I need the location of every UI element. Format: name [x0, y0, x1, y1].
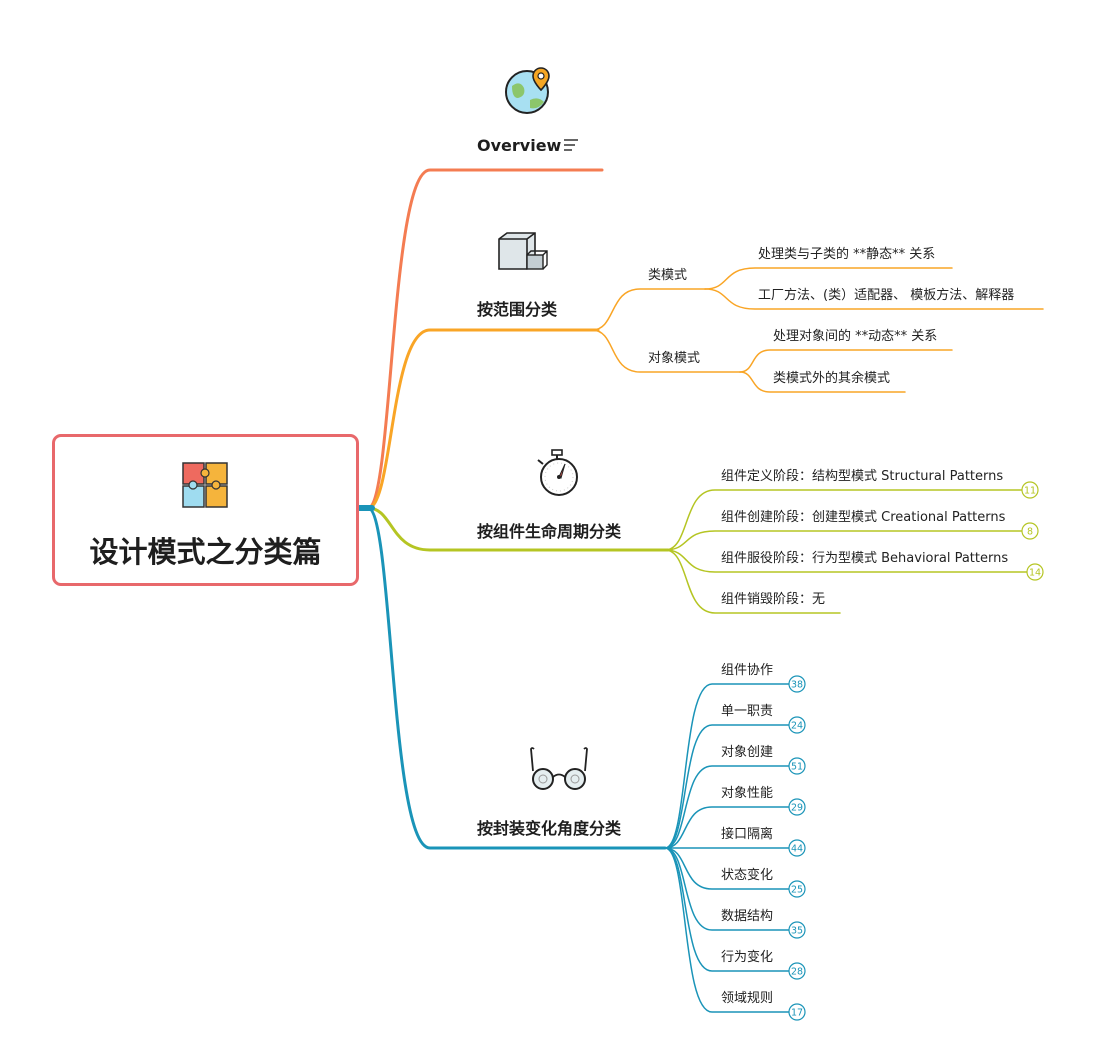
- count-badge[interactable]: 29: [788, 798, 806, 816]
- leaf-line: [664, 765, 798, 849]
- leaf-topic[interactable]: 接口隔离: [721, 827, 774, 842]
- count-badge[interactable]: 38: [788, 675, 806, 693]
- stopwatch-icon: [537, 449, 578, 496]
- leaf-topic[interactable]: 处理对象间的 **动态** 关系: [773, 329, 938, 344]
- branch-encapsulation-label[interactable]: 按封装变化角度分类: [477, 819, 622, 838]
- branch-lifecycle-label[interactable]: 按组件生命周期分类: [477, 522, 622, 541]
- count-badge[interactable]: 11: [1021, 481, 1039, 499]
- count-badge[interactable]: 44: [788, 839, 806, 857]
- leaf-line: [664, 847, 798, 890]
- svg-text:24: 24: [791, 721, 803, 732]
- count-badge[interactable]: 28: [788, 962, 806, 980]
- leaf-line: [664, 549, 841, 614]
- svg-text:14: 14: [1029, 568, 1041, 579]
- leaf-topic[interactable]: 对象创建: [721, 745, 774, 760]
- leaf-line: [704, 288, 1044, 310]
- leaf-topic[interactable]: 领域规则: [721, 991, 774, 1006]
- leaf-topic[interactable]: 组件创建阶段：创建型模式 Creational Patterns: [721, 510, 1006, 525]
- sub-topic[interactable]: 对象模式: [648, 351, 701, 366]
- leaf-topic[interactable]: 对象性能: [721, 786, 774, 801]
- count-badge[interactable]: 25: [788, 880, 806, 898]
- leaf-line: [664, 806, 798, 849]
- leaf-line: [664, 847, 798, 1013]
- branch-line-1: [366, 328, 600, 510]
- leaf-line: [739, 349, 953, 373]
- svg-text:35: 35: [791, 926, 803, 937]
- leaf-topic[interactable]: 类模式外的其余模式: [773, 371, 891, 386]
- svg-text:25: 25: [791, 885, 803, 896]
- svg-text:17: 17: [791, 1008, 803, 1019]
- sub-branch-line: [591, 288, 706, 331]
- central-title: 设计模式之分类篇: [89, 535, 322, 569]
- globe-pin-icon: [505, 67, 550, 114]
- count-badge[interactable]: 8: [1021, 522, 1039, 540]
- branch-line-0: [366, 168, 604, 510]
- branch-scope-label[interactable]: 按范围分类: [477, 300, 558, 319]
- branch-line-2: [366, 506, 670, 552]
- leaf-topic[interactable]: 处理类与子类的 **静态** 关系: [758, 247, 936, 262]
- leaf-line: [664, 724, 798, 849]
- leaf-line: [664, 489, 1031, 551]
- leaf-topic[interactable]: 状态变化: [721, 868, 774, 883]
- leaf-line: [664, 683, 798, 849]
- leaf-topic[interactable]: 工厂方法、(类）适配器、 模板方法、解释器: [758, 288, 1015, 303]
- sub-branch-line: [591, 329, 741, 373]
- svg-text:11: 11: [1024, 486, 1036, 497]
- count-badge[interactable]: 17: [788, 1003, 806, 1021]
- notes-icon[interactable]: [563, 138, 579, 152]
- svg-text:28: 28: [791, 967, 803, 978]
- leaf-topic[interactable]: 单一职责: [721, 704, 774, 719]
- count-badge[interactable]: 14: [1026, 563, 1044, 581]
- leaf-line: [664, 530, 1031, 551]
- leaf-topic[interactable]: 组件销毁阶段：无: [721, 592, 826, 607]
- leaf-line: [664, 847, 798, 931]
- leaf-line: [664, 847, 798, 972]
- branch-line-3: [366, 506, 667, 850]
- svg-text:8: 8: [1027, 527, 1033, 538]
- leaf-topic[interactable]: 组件服役阶段：行为型模式 Behavioral Patterns: [721, 551, 1009, 566]
- leaf-topic[interactable]: 组件协作: [721, 663, 774, 678]
- central-topic[interactable]: 设计模式之分类篇: [52, 434, 359, 586]
- leaf-line: [739, 371, 906, 393]
- count-badge[interactable]: 35: [788, 921, 806, 939]
- leaf-topic[interactable]: 行为变化: [721, 950, 774, 965]
- leaf-topic[interactable]: 数据结构: [721, 909, 774, 924]
- leaf-line: [664, 549, 1036, 573]
- count-badge[interactable]: 51: [788, 757, 806, 775]
- puzzle-icon: [182, 462, 228, 508]
- count-badge[interactable]: 24: [788, 716, 806, 734]
- glasses-icon: [530, 747, 588, 790]
- sub-topic[interactable]: 类模式: [648, 268, 688, 283]
- branch-overview-label[interactable]: Overview: [477, 136, 562, 155]
- svg-text:29: 29: [791, 803, 803, 814]
- svg-text:38: 38: [791, 680, 803, 691]
- cube-icon: [498, 232, 548, 270]
- svg-text:51: 51: [791, 762, 803, 773]
- leaf-line: [704, 267, 953, 290]
- svg-text:44: 44: [791, 844, 803, 855]
- leaf-topic[interactable]: 组件定义阶段：结构型模式 Structural Patterns: [721, 469, 1004, 484]
